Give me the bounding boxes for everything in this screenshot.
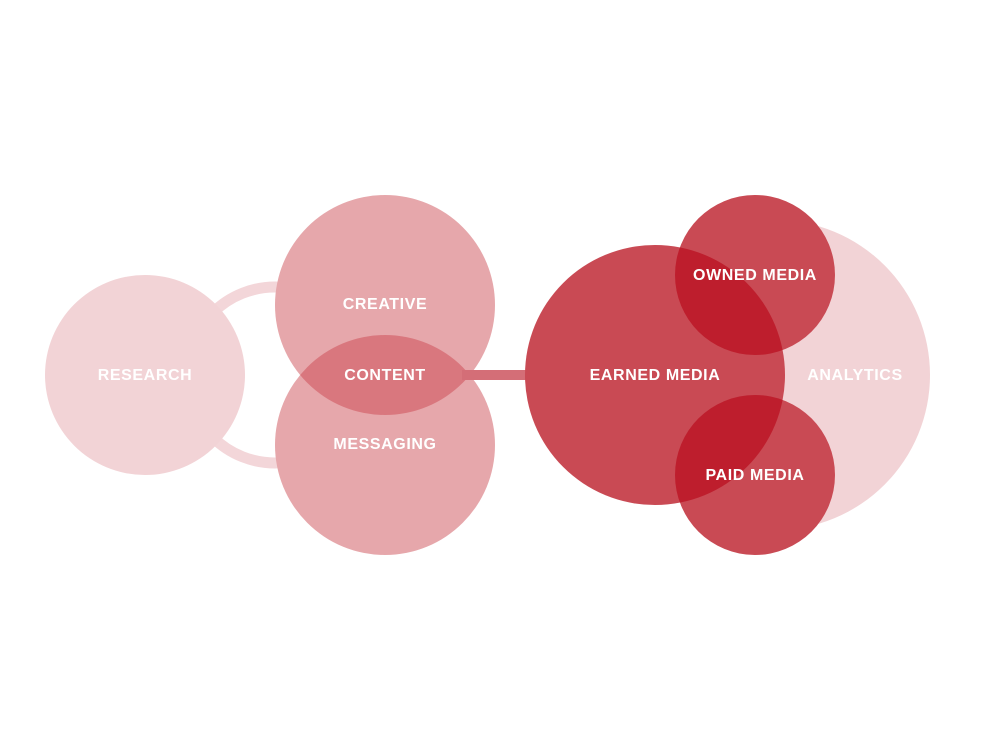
owned-media-label: OWNED MEDIA [693, 267, 817, 284]
connector-bar [462, 370, 528, 380]
creative-label: CREATIVE [342, 296, 428, 313]
research-label: RESEARCH [97, 367, 193, 384]
paid-media-label: PAID MEDIA [705, 467, 805, 484]
research-circle [45, 275, 245, 475]
content-lens [275, 335, 495, 415]
content-label: CONTENT [344, 367, 426, 384]
messaging-label: MESSAGING [333, 436, 437, 453]
analytics-label: ANALYTICS [807, 367, 903, 384]
earned-media-label: EARNED MEDIA [589, 367, 721, 384]
